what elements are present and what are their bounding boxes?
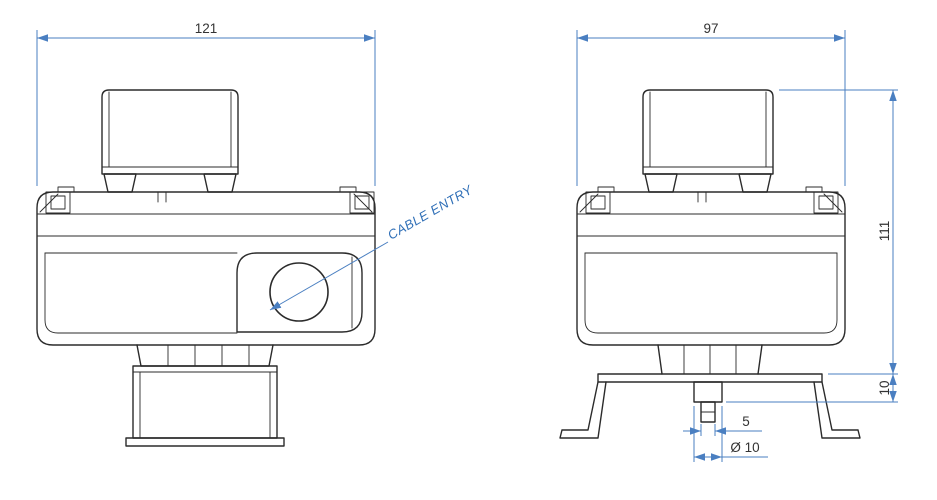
side-view-body [576, 186, 846, 346]
front-view-base [125, 344, 285, 447]
side-view-bracket [559, 344, 861, 439]
dim-stem-diameter-label: Ø 10 [730, 440, 759, 455]
cap-tab-right [738, 173, 772, 193]
front-view-cap [101, 89, 239, 193]
cap-tab-right [203, 173, 237, 193]
cap-tab-left [103, 173, 137, 193]
cable-entry-boss [236, 252, 363, 333]
cable-entry-label: CABLE ENTRY [385, 182, 476, 243]
dim-side-width-label: 97 [703, 21, 718, 36]
dim-side-width: 97 [576, 21, 846, 186]
front-base-block [132, 365, 278, 439]
cap-tab-left [644, 173, 678, 193]
dim-offset: 10 [726, 374, 898, 403]
dim-front-width-label: 121 [195, 21, 218, 36]
dim-stem-width: 5 [683, 414, 762, 436]
front-body-detail-lines [36, 186, 376, 334]
side-body-detail-lines [576, 186, 846, 334]
dim-stem-width-label: 5 [742, 414, 750, 429]
bracket-leg-right [813, 381, 861, 439]
cable-entry-hole [269, 262, 329, 322]
front-base-flange [125, 437, 285, 447]
front-neck [136, 344, 274, 367]
dim-offset-label: 10 [877, 380, 892, 395]
cable-entry-annotation: CABLE ENTRY [269, 182, 476, 311]
side-view [559, 89, 861, 439]
side-view-cap [642, 89, 774, 193]
dim-height: 111 [779, 89, 898, 375]
dim-stem-diameter: Ø 10 [693, 406, 768, 462]
side-neck [657, 344, 763, 375]
dim-front-width: 121 [36, 21, 376, 186]
front-view [36, 89, 376, 447]
bracket-plate [597, 373, 823, 383]
cable-entry-leader [269, 241, 389, 311]
bracket-leg-left [559, 381, 607, 439]
dim-height-label: 111 [877, 221, 892, 242]
front-view-body [36, 186, 376, 346]
shaft-step [693, 381, 723, 403]
